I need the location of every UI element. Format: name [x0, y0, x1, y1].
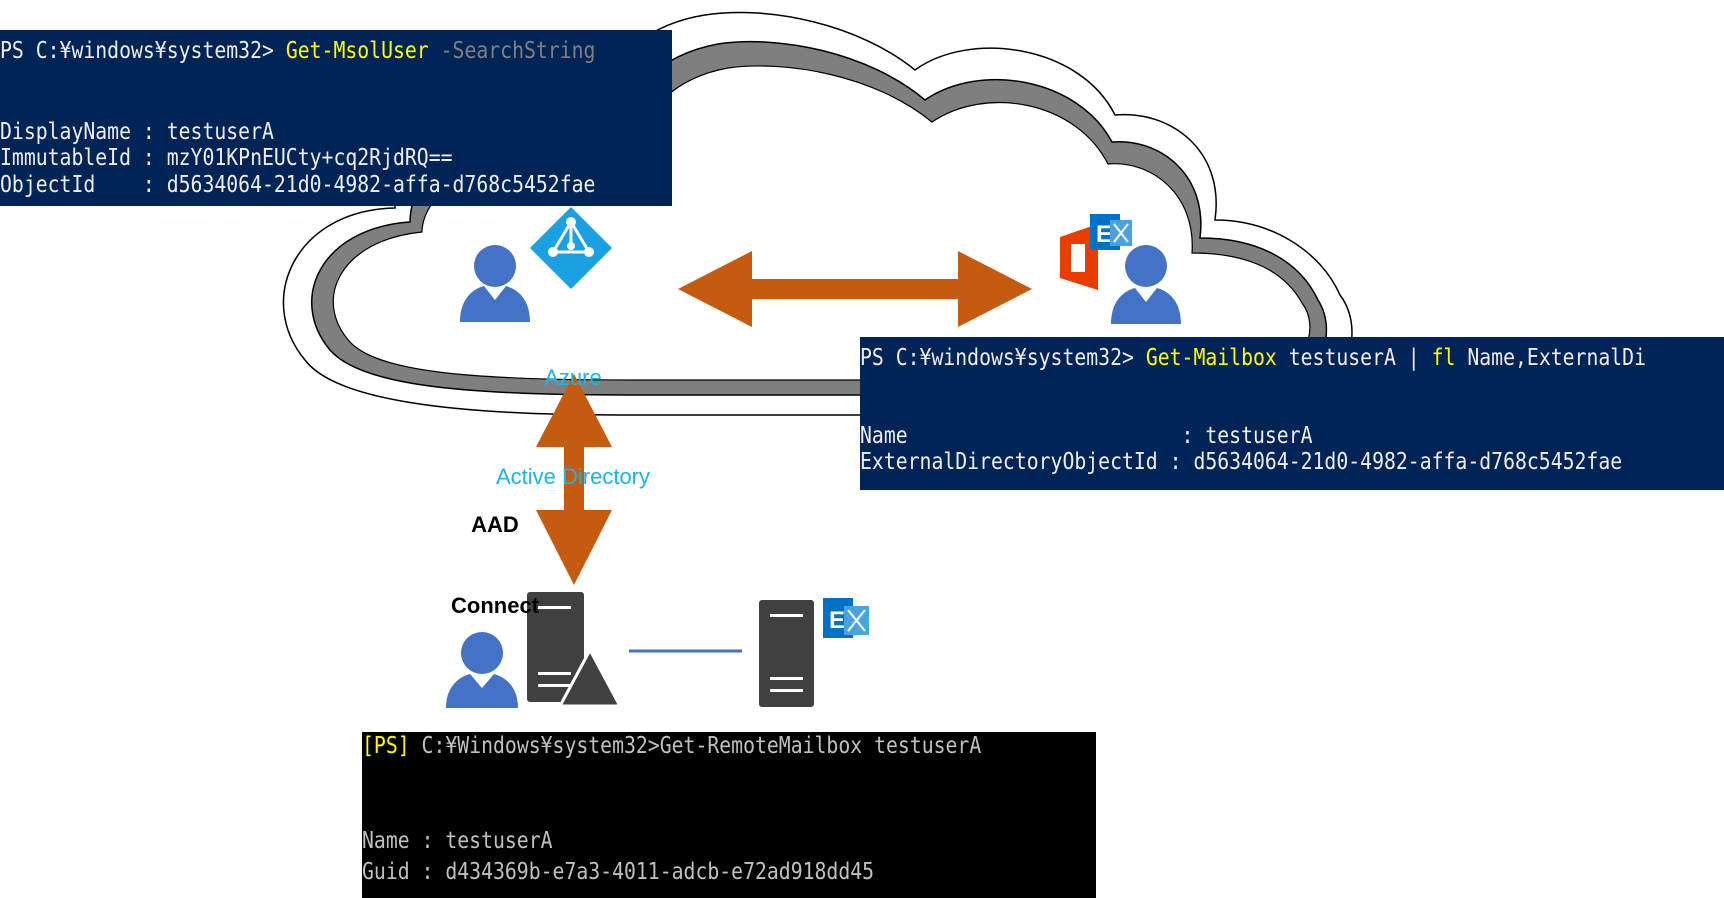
server-directory-icon [527, 592, 623, 708]
console-output-row: Guid : d434369b-e7a3-4011-adcb-e72ad918d… [362, 859, 875, 885]
console-command: fl [1431, 345, 1456, 371]
user-icon [460, 245, 530, 322]
console-output-row: Name : testuserA [860, 423, 1313, 449]
console-command: Get-Mailbox [1145, 345, 1277, 371]
user-icon [446, 632, 518, 708]
console-prompt: PS C:¥windows¥system32> [0, 38, 286, 64]
user-icon [1111, 245, 1181, 324]
mailbox-console: PS C:¥windows¥system32> Get-Mailbox test… [860, 337, 1724, 490]
server-icon [759, 600, 814, 707]
sync-arrow-horizontal [678, 251, 1032, 327]
azure-ad-label: Azure Active Directory [484, 295, 662, 526]
console-prefix: [PS] [362, 733, 410, 759]
exchange-online-icon: E [1060, 214, 1132, 290]
svg-text:E: E [829, 607, 845, 634]
svg-text:E: E [1096, 221, 1112, 248]
console-parameter: -SearchString [428, 38, 596, 64]
console-prompt-line: PS C:¥windows¥system32> Get-Mailbox test… [860, 345, 1646, 371]
console-output-row: ExternalDirectoryObjectId : d5634064-21d… [860, 449, 1623, 475]
msol-user-console: PS C:¥windows¥system32> Get-MsolUser -Se… [0, 30, 672, 206]
console-prompt: PS C:¥windows¥system32> [860, 345, 1146, 371]
exchange-icon: E [823, 598, 869, 638]
console-argument: testuserA | [1276, 345, 1432, 371]
console-output-row: DisplayName : testuserA [0, 119, 274, 145]
console-prompt-line: PS C:¥windows¥system32> Get-MsolUser -Se… [0, 38, 595, 64]
console-output-row: Name : testuserA [362, 828, 553, 854]
console-command: Get-MsolUser [285, 38, 429, 64]
console-prompt: C:¥Windows¥system32>Get-RemoteMailbox te… [409, 733, 982, 759]
azure-ad-label-line2: Active Directory [495, 464, 651, 489]
aad-connect-label-line2: Connect [451, 593, 539, 618]
aad-connect-label-line1: AAD [471, 512, 519, 537]
console-prompt-line: [PS] C:¥Windows¥system32>Get-RemoteMailb… [362, 733, 981, 759]
sync-arrow-vertical [536, 374, 612, 585]
remote-mailbox-console: [PS] C:¥Windows¥system32>Get-RemoteMailb… [362, 732, 1096, 898]
console-output-row: ImmutableId : mzY01KPnEUCty+cq2RjdRQ== [0, 145, 453, 171]
azure-active-directory-icon [530, 207, 612, 289]
console-output-row: ObjectId : d5634064-21d0-4982-affa-d768c… [0, 172, 596, 198]
console-argument: Name,ExternalDi [1455, 345, 1646, 371]
aad-connect-label: AAD Connect [438, 457, 552, 646]
azure-ad-label-line1: Azure [544, 365, 602, 390]
